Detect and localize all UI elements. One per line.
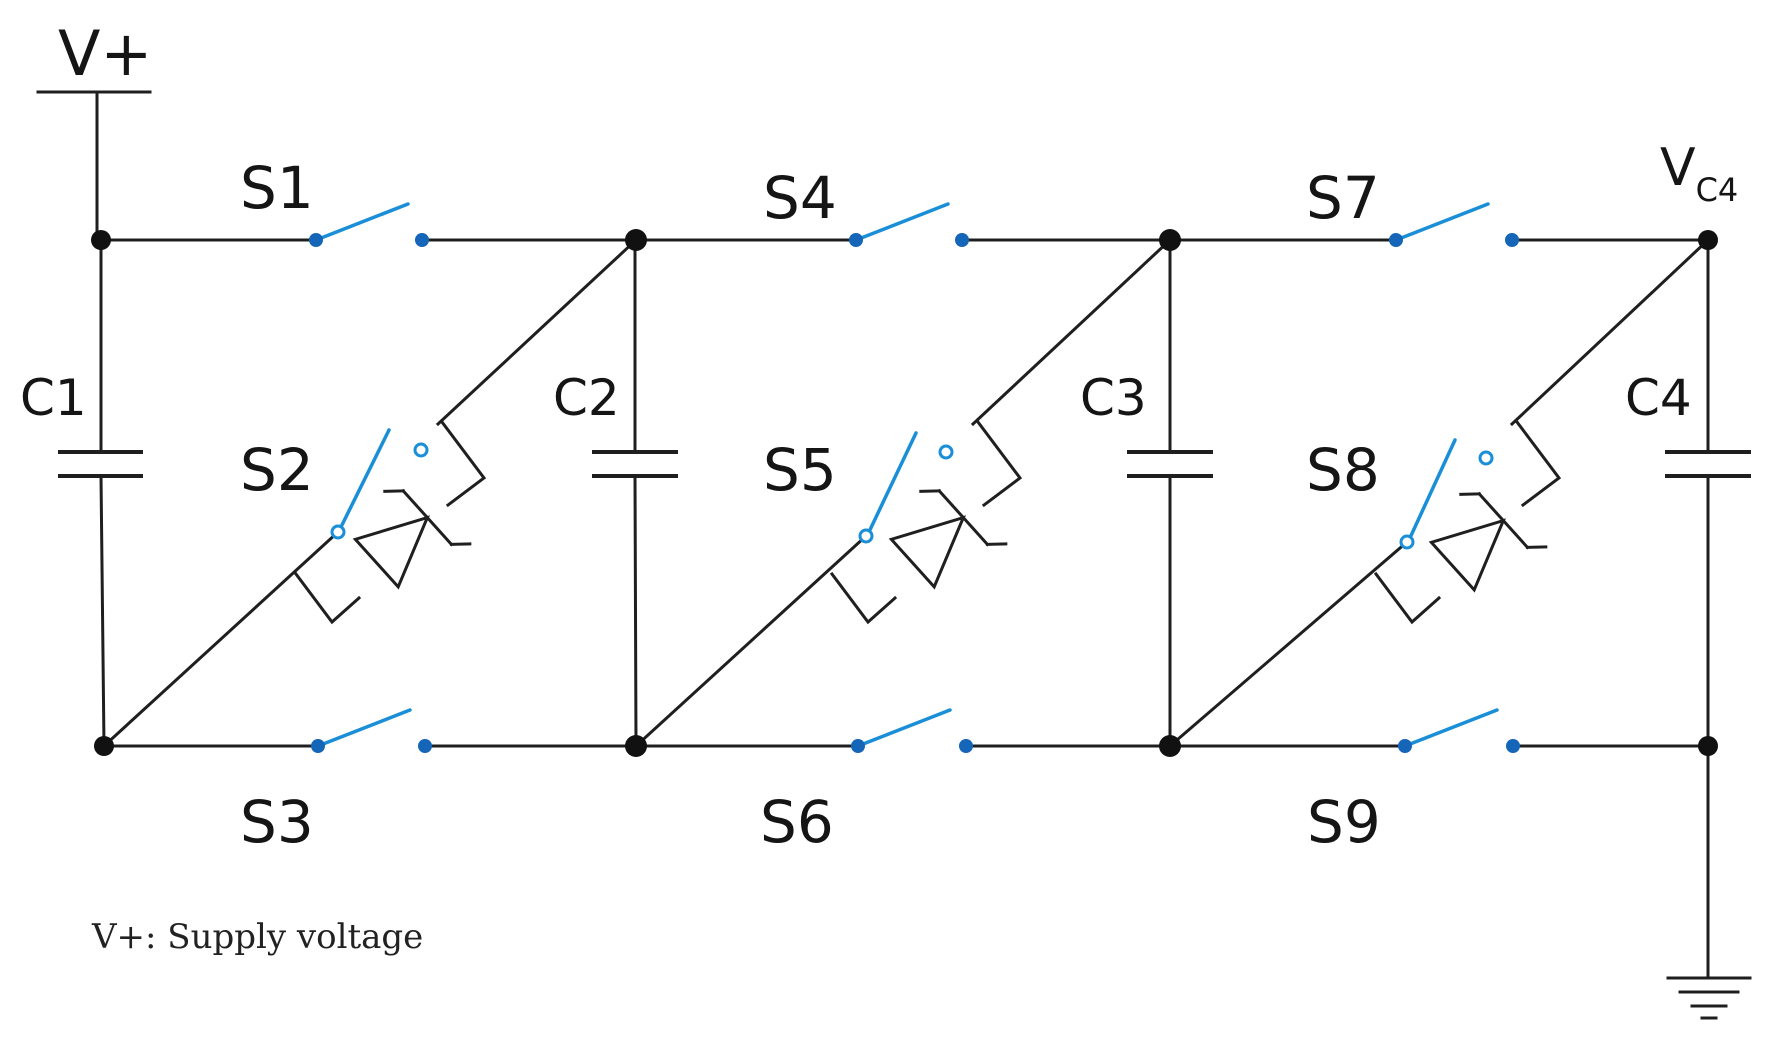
junction-nodes	[91, 229, 1718, 757]
switch-s2	[330, 428, 429, 540]
diode-d2	[888, 488, 1008, 590]
switch-s6	[851, 708, 973, 753]
supply-terminal	[36, 90, 152, 242]
capacitor-c1	[58, 238, 143, 748]
switch-label-s1: S1	[240, 154, 314, 222]
switch-s1	[309, 202, 429, 247]
switch-label-s2: S2	[240, 436, 314, 504]
switch-s5	[858, 431, 954, 544]
ground-symbol	[1666, 976, 1752, 1020]
capacitor-c2	[592, 238, 678, 748]
switch-label-s7: S7	[1306, 164, 1380, 232]
switch-label-s8: S8	[1306, 436, 1380, 504]
capacitor-label-c2: C2	[553, 369, 620, 427]
diagonal-branch-1	[101, 237, 639, 749]
switch-label-s6: S6	[760, 788, 834, 856]
capacitor-label-c4: C4	[1625, 369, 1692, 427]
switch-label-s9: S9	[1307, 788, 1381, 856]
switch-s8	[1399, 438, 1494, 550]
switch-label-s5: S5	[763, 436, 837, 504]
output-voltage-label: VC4	[1660, 138, 1738, 209]
supply-label: V+	[58, 17, 152, 90]
diode-d3	[1428, 491, 1548, 593]
switch-s7	[1389, 202, 1519, 247]
capacitor-label-c3: C3	[1080, 369, 1147, 427]
capacitor-c4	[1665, 238, 1751, 980]
legend-note: V+: Supply voltage	[91, 917, 423, 957]
switch-label-s3: S3	[240, 788, 314, 856]
diagonal-branch-3	[1167, 237, 1711, 749]
switch-label-s4: S4	[763, 164, 837, 232]
switch-s4	[849, 202, 969, 247]
switch-s3	[311, 708, 432, 753]
switch-s9	[1398, 708, 1520, 753]
diode-d1	[352, 488, 472, 590]
capacitor-label-c1: C1	[20, 369, 87, 427]
diagonal-branch-2	[633, 237, 1173, 749]
capacitor-c3	[1127, 238, 1213, 748]
